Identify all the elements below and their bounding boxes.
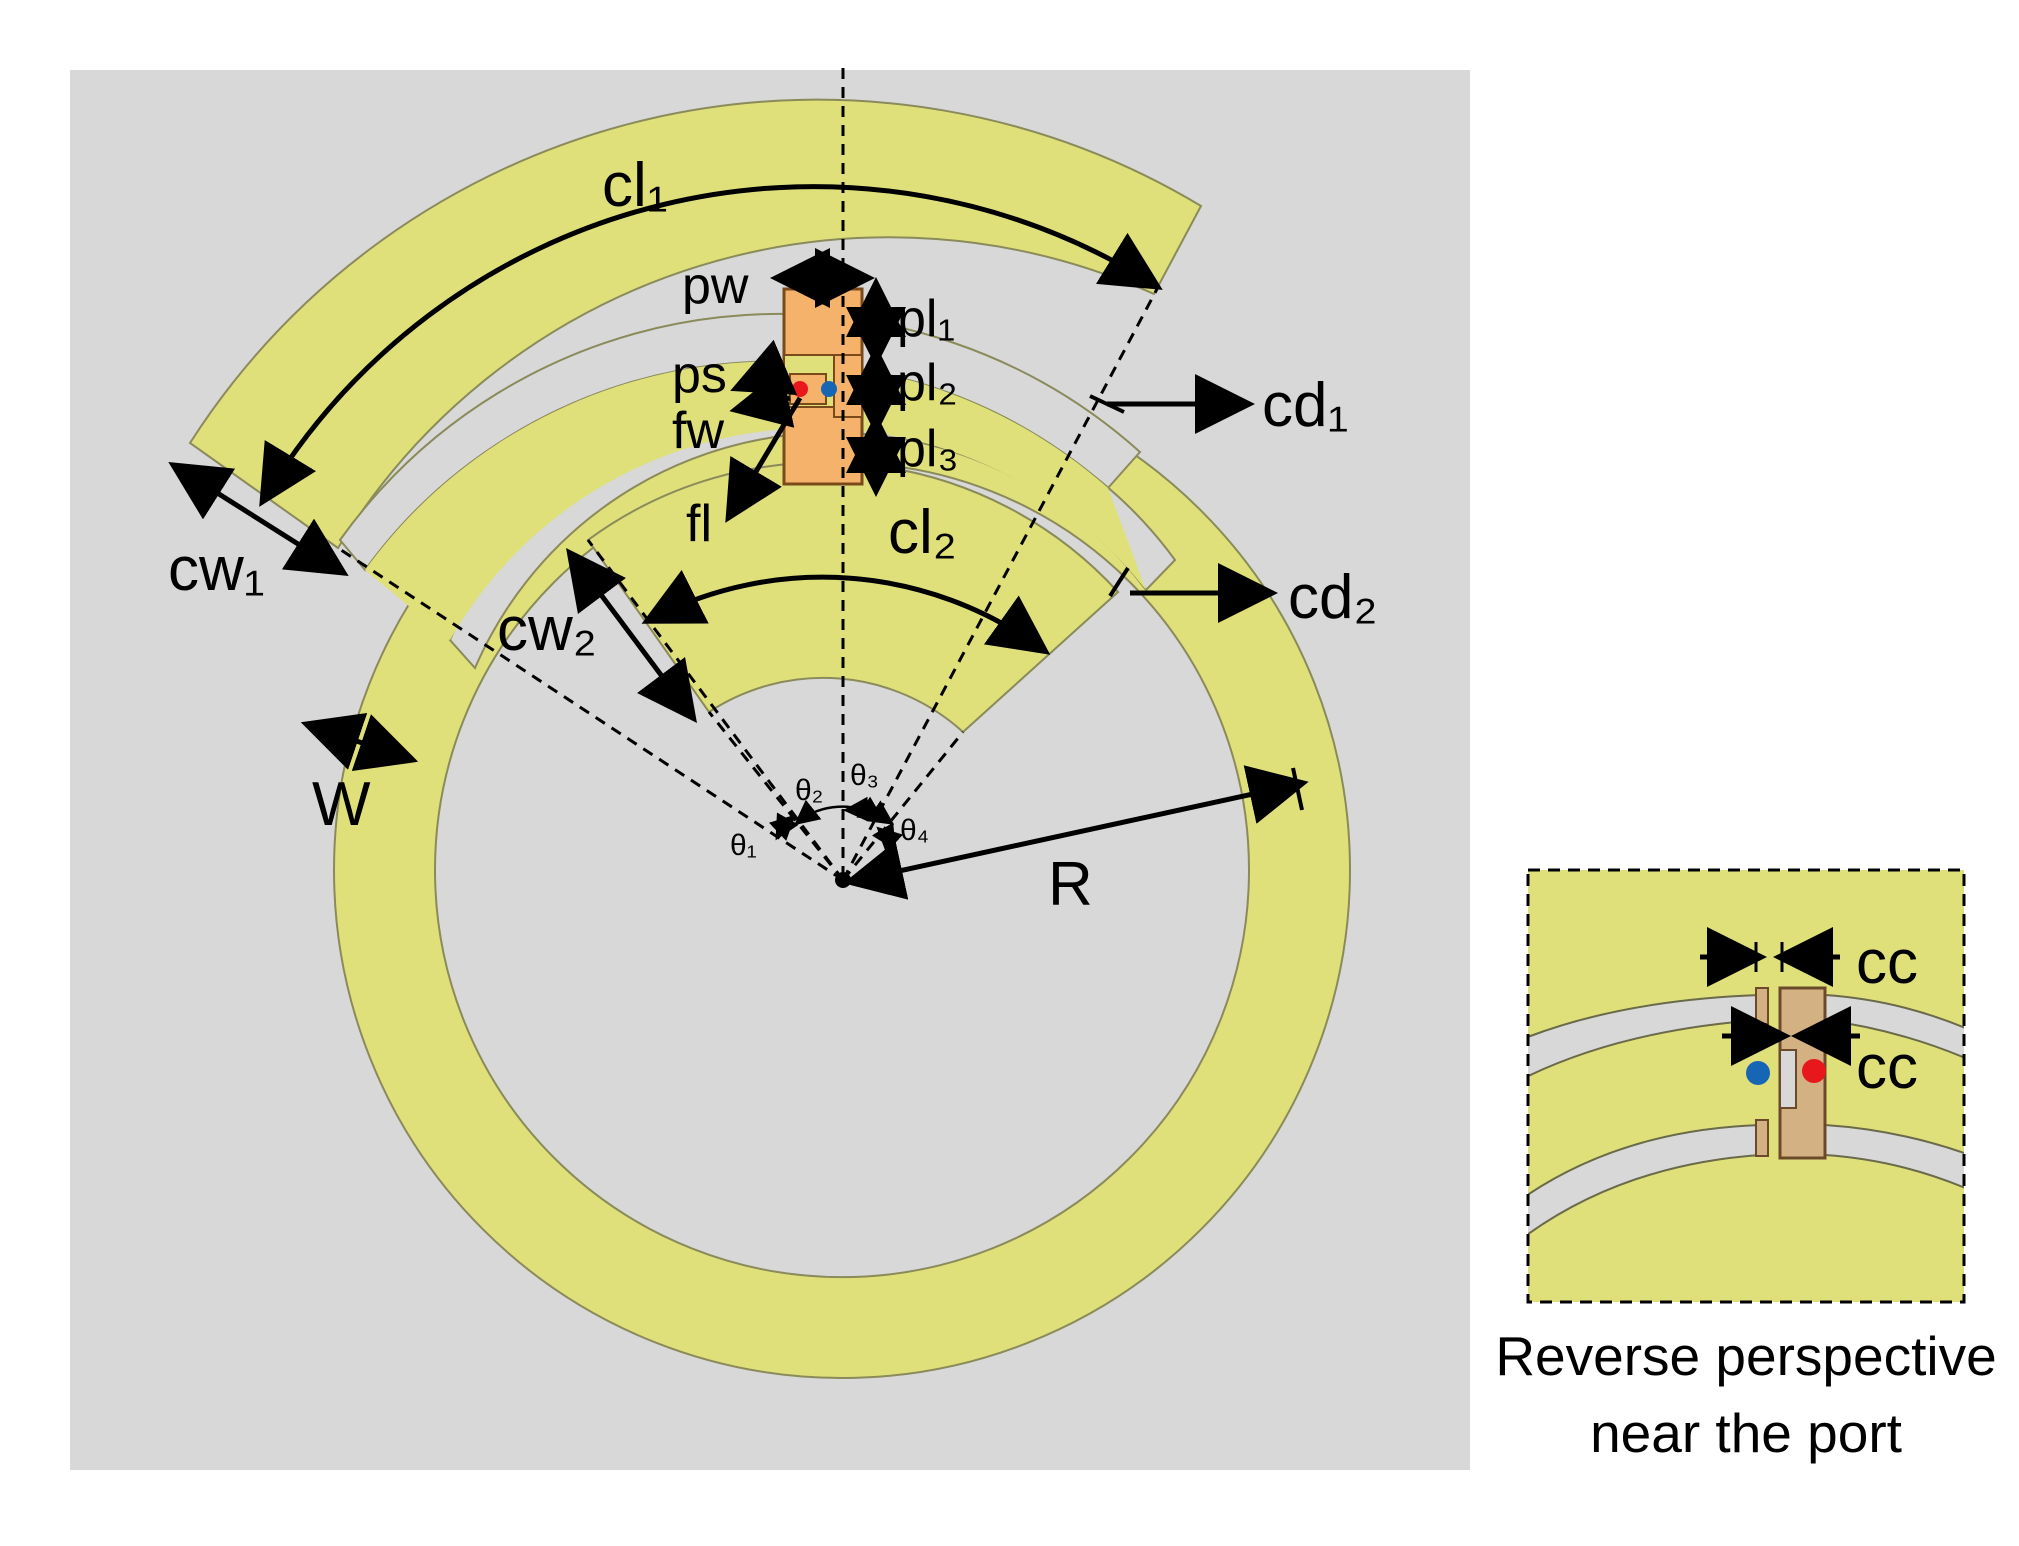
inset-lower-slot-right (1824, 1123, 1964, 1189)
label-fw: fw (672, 402, 724, 460)
inset-reverse-perspective: cc cc (1526, 868, 1966, 1304)
label-cd2: cd₂ (1288, 563, 1378, 632)
label-pw: pw (682, 257, 749, 315)
label-R: R (1048, 850, 1093, 919)
feed-point-blue (821, 381, 837, 397)
label-pl1: pl₁ (897, 290, 955, 348)
inset-upper-slot-right (1824, 993, 1964, 1059)
label-W: W (312, 770, 371, 839)
label-cl1: cl₁ (602, 151, 668, 220)
label-theta2: θ₂ (795, 774, 823, 807)
label-fl: fl (686, 495, 712, 553)
label-theta4: θ₄ (900, 814, 929, 847)
label-cw1: cw₁ (168, 535, 265, 604)
label-pl3: pl₃ (897, 420, 959, 478)
inset-label-cc-top: cc (1856, 928, 1918, 997)
label-theta1: θ₁ (730, 829, 757, 862)
label-ps: ps (672, 346, 727, 404)
label-pl2: pl₂ (897, 354, 958, 412)
inset-caption-line1: Reverse perspective (1495, 1325, 1996, 1387)
inset-caption-line2: near the port (1590, 1402, 1902, 1464)
dimension-arrows (168, 184, 1309, 900)
center-point (835, 872, 851, 888)
label-cw2: cw₂ (497, 595, 597, 664)
feed-point-red (792, 381, 808, 397)
port-patch (782, 287, 864, 486)
label-cd1: cd₁ (1262, 371, 1348, 440)
label-cl2: cl₂ (888, 498, 957, 567)
inset-label-cc-bottom: cc (1856, 1033, 1918, 1102)
inset-feed-red (1802, 1059, 1826, 1083)
inset-feed-blue (1746, 1061, 1770, 1085)
label-theta3: θ₃ (850, 759, 879, 792)
